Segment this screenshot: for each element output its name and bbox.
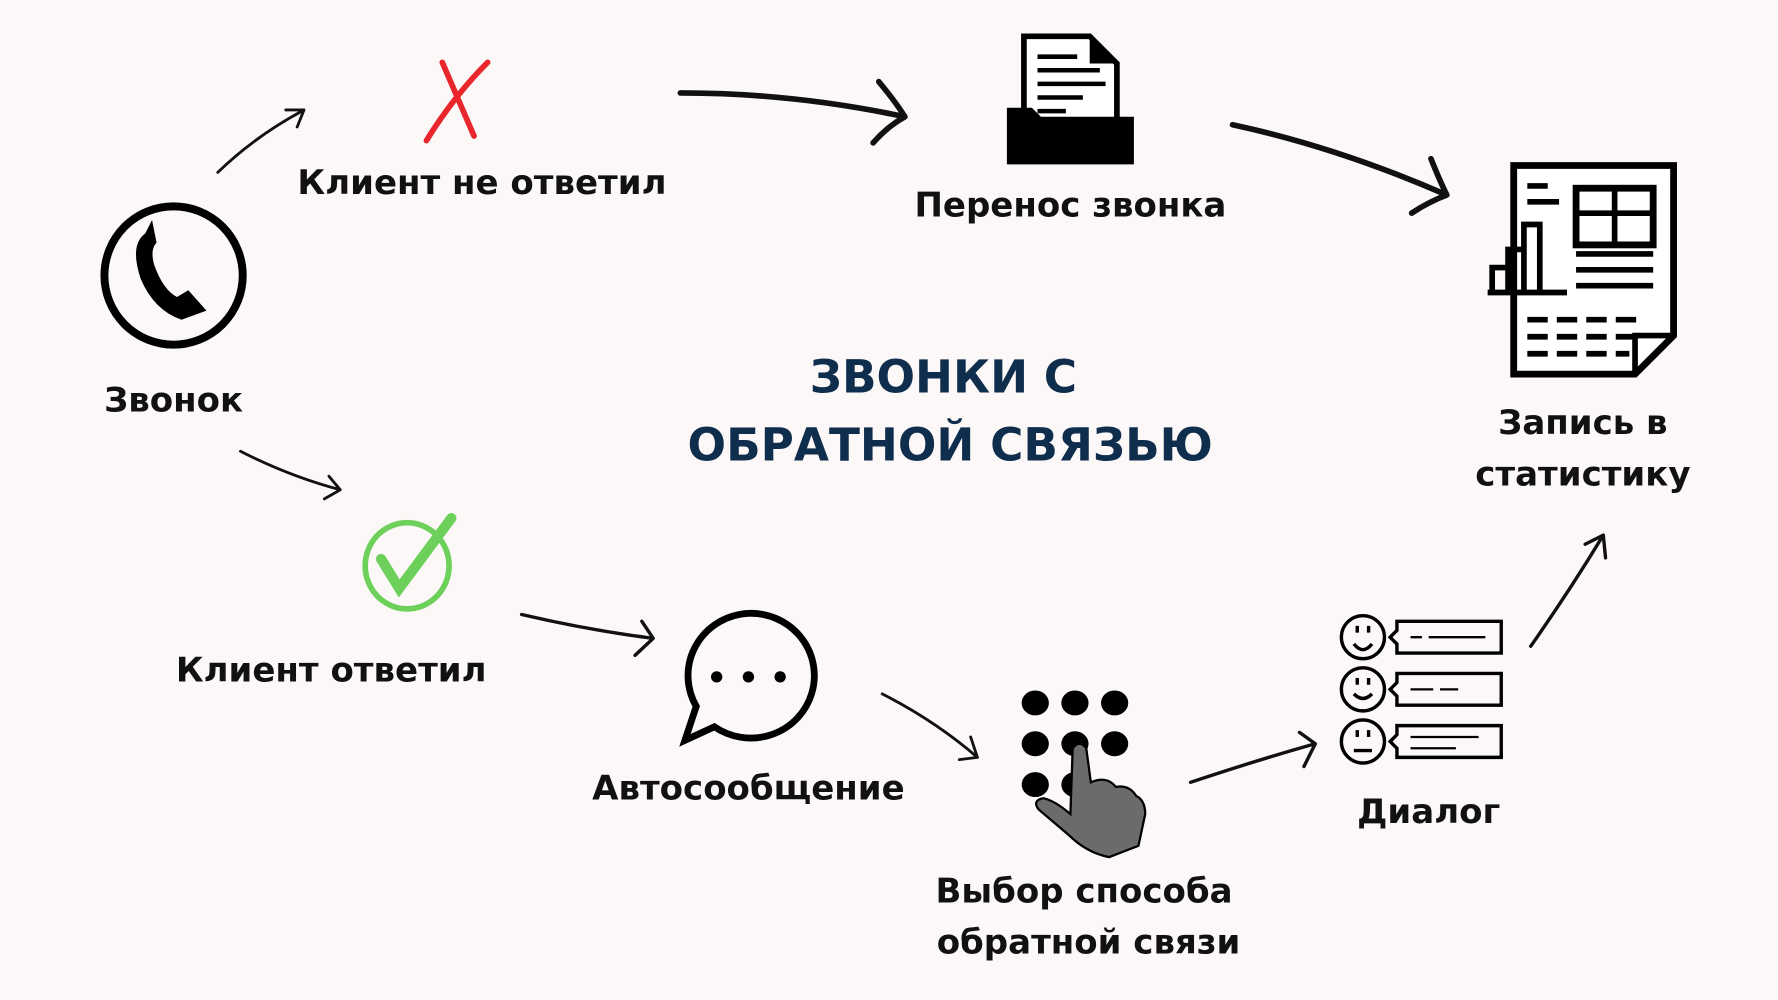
label-stats-line-1: Запись в	[1498, 403, 1667, 443]
label-choice-line-2: обратной связи	[937, 923, 1241, 963]
arrow-transfer-to-stats	[1229, 121, 1450, 216]
arrow-choice-to-dialog	[1188, 730, 1318, 785]
label-choice-line-1: Выбор способа	[935, 871, 1232, 911]
arrow-call-to-not-answered	[216, 108, 306, 174]
label-dialog: Диалог	[1357, 792, 1500, 832]
arrow-not-answered-to-transfer	[677, 78, 908, 146]
label-transfer: Перенос звонка	[914, 186, 1226, 226]
chat-bubble-icon	[679, 609, 818, 747]
label-automessage: Автосообщение	[592, 768, 905, 808]
label-not-answered: Клиент не ответил	[297, 163, 666, 203]
title-line-2: ОБРАТНОЙ СВЯЗЬЮ	[688, 417, 1213, 471]
report-icon	[1487, 162, 1677, 378]
checkmark-icon	[362, 513, 457, 612]
title-line-1: ЗВОНКИ С	[810, 350, 1077, 403]
label-call: Звонок	[104, 381, 243, 421]
label-stats-line-2: статистику	[1475, 454, 1690, 494]
cross-icon	[423, 59, 491, 144]
arrow-call-to-answered	[239, 449, 342, 501]
arrow-answered-to-automessage	[519, 612, 655, 658]
arrow-automessage-to-choice	[880, 692, 979, 762]
keypad-icon	[1021, 690, 1147, 859]
label-answered: Клиент ответил	[176, 650, 487, 690]
feedback-list-icon	[1339, 613, 1503, 765]
folder-document-icon	[1006, 33, 1134, 165]
arrow-dialog-to-stats	[1529, 533, 1608, 648]
phone-icon	[100, 202, 247, 349]
